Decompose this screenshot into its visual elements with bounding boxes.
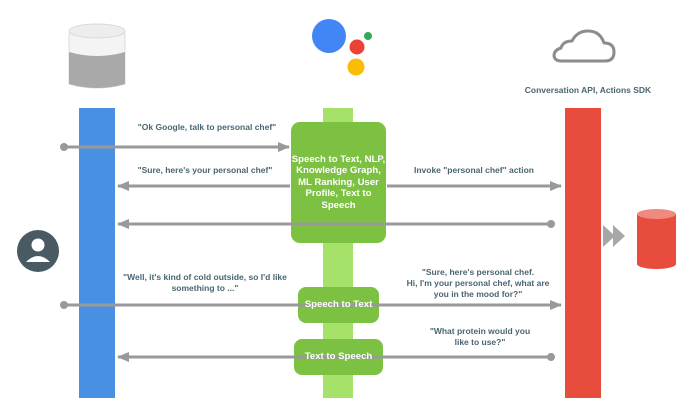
processing-line-2: Knowledge Graph, [296, 165, 381, 177]
processing-line-3: ML Ranking, User [298, 176, 379, 188]
message-arrow-6 [117, 352, 555, 362]
message-arrow-5 [60, 300, 562, 310]
assistant-processing-text: Speech to Text, NLP, Knowledge Graph, ML… [291, 122, 386, 243]
message-2-label: "Sure, here's your personal chef" [137, 165, 273, 175]
device-lifeline [79, 108, 115, 398]
message-1-label: "Ok Google, talk to personal chef" [137, 122, 277, 132]
user-avatar-icon [17, 230, 59, 272]
google-home-speaker-icon [68, 23, 126, 89]
message-arrow-1 [60, 142, 290, 152]
cloud-label: Conversation API, Actions SDK [524, 85, 652, 95]
google-assistant-dots-icon [312, 19, 372, 76]
message-5-label: "Sure, here's personal chef. Hi, I'm you… [398, 267, 558, 300]
database-icon [637, 209, 676, 269]
processing-line-4: Profile, Text to [305, 188, 372, 200]
message-5-line-2: Hi, I'm your personal chef, what are [406, 278, 550, 288]
text-to-speech-label: Text to Speech [304, 351, 373, 363]
assistant-processing-box [291, 122, 386, 243]
speech-to-text-label: Speech to Text [304, 299, 373, 311]
message-5-line-3: you in the mood for?" [433, 289, 523, 299]
message-6-line-1: "What protein would you [429, 326, 531, 336]
message-6-line-2: like to use?" [454, 337, 506, 347]
message-4-line-1: "Well, it's kind of cold outside, so I'd… [123, 272, 287, 282]
message-4-line-2: something to ..." [171, 283, 239, 293]
message-6-label: "What protein would you like to use?" [420, 326, 540, 348]
processing-line-5: Speech [321, 199, 356, 211]
processing-line-1: Speech to Text, NLP, [291, 153, 386, 165]
database-chevron-arrow [603, 225, 625, 247]
message-4-label: "Well, it's kind of cold outside, so I'd… [120, 272, 290, 294]
message-3-label: Invoke "personal chef" action [413, 165, 534, 175]
message-5-line-1: "Sure, here's personal chef. [421, 267, 535, 277]
message-arrow-4 [117, 219, 555, 229]
cloud-lifeline [565, 108, 601, 398]
cloud-icon [552, 29, 616, 63]
